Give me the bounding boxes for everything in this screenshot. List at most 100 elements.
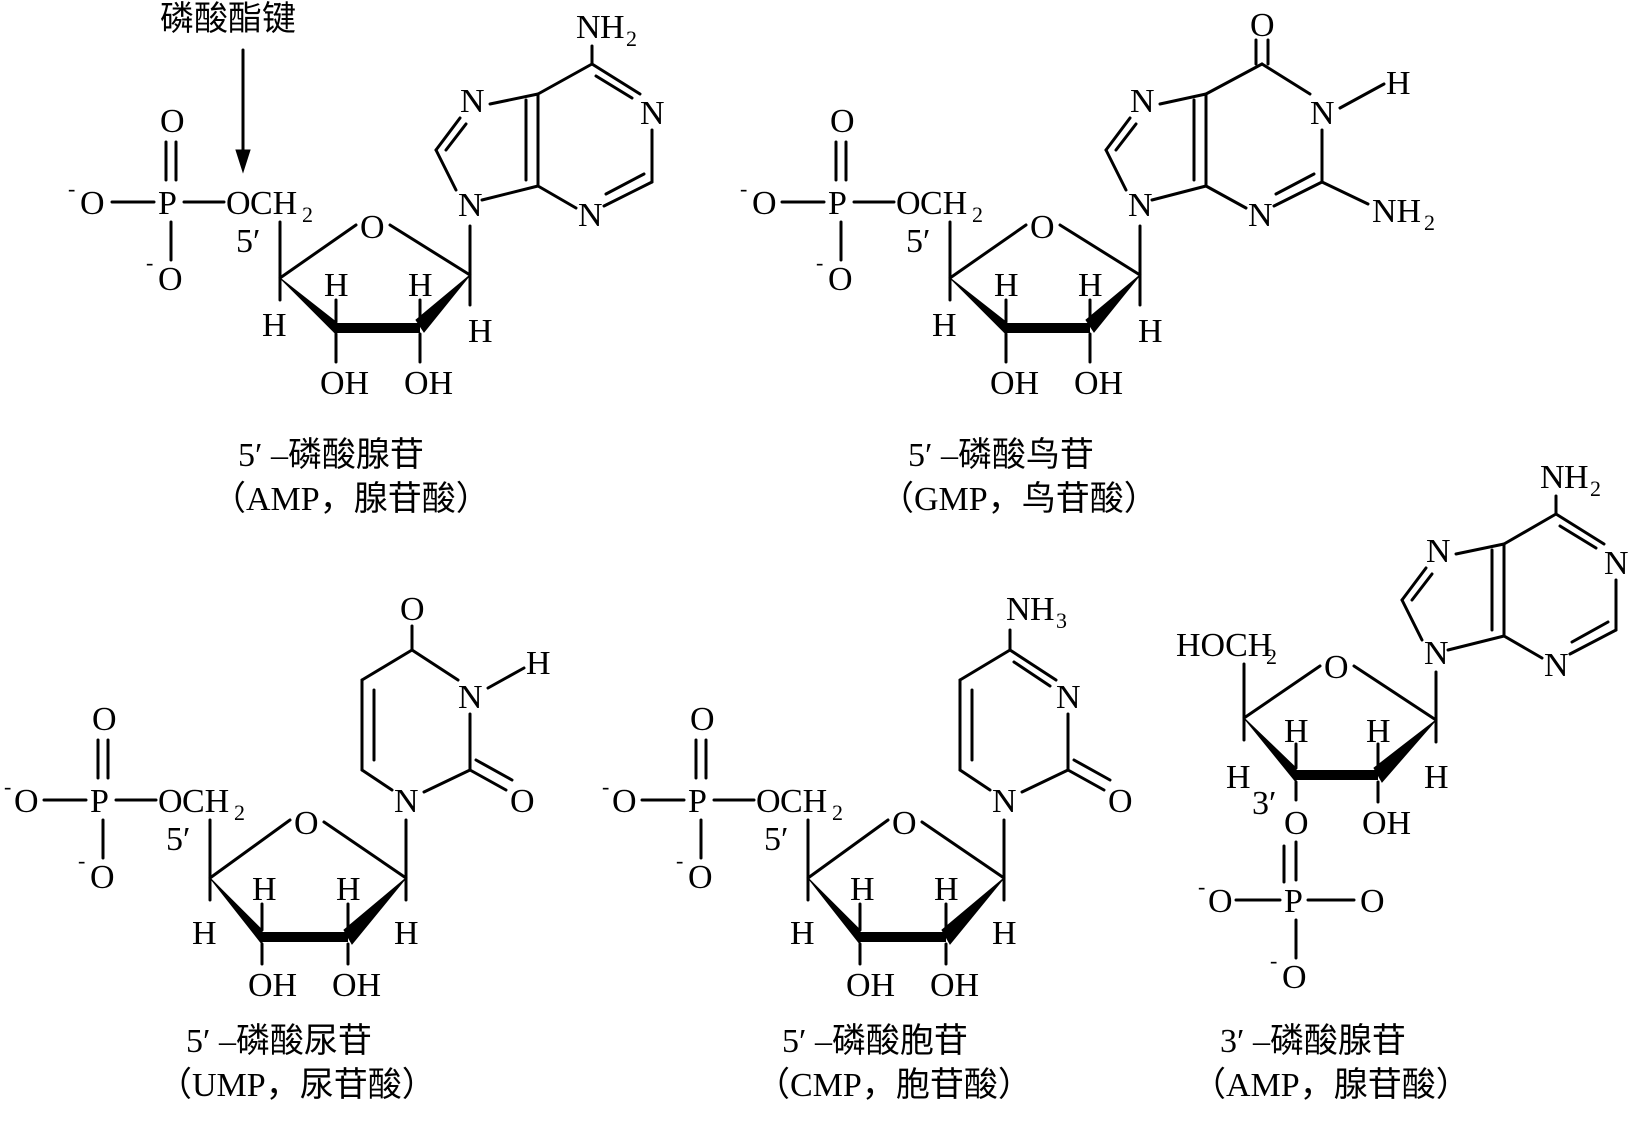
svg-text:-: - (146, 250, 153, 275)
svg-text:O: O (828, 261, 853, 298)
svg-text:H: H (1366, 713, 1391, 750)
svg-text:O: O (1108, 783, 1133, 820)
svg-text:H: H (1424, 759, 1449, 796)
svg-text:O: O (1284, 805, 1309, 842)
atom-p: P (158, 185, 177, 222)
svg-text:P: P (688, 783, 707, 820)
svg-text:N: N (1540, 459, 1565, 496)
pos-5-prime: 5′ (236, 223, 260, 260)
svg-text:H: H (408, 267, 433, 304)
svg-text:O: O (1030, 209, 1055, 246)
svg-text:O: O (1360, 883, 1385, 920)
svg-text:H: H (1226, 759, 1251, 796)
svg-text:H: H (1030, 591, 1055, 628)
svg-text:OH: OH (404, 365, 453, 402)
svg-text:5′: 5′ (764, 821, 788, 858)
svg-text:5′: 5′ (906, 223, 930, 260)
svg-text:N: N (1006, 591, 1031, 628)
svg-text:O: O (400, 591, 425, 628)
svg-text:-: - (602, 774, 609, 799)
svg-text:H: H (1078, 267, 1103, 304)
svg-text:P: P (828, 185, 847, 222)
svg-text:H: H (994, 267, 1019, 304)
svg-text:O: O (752, 185, 777, 222)
ester-bond-arrowhead (235, 149, 251, 174)
svg-text:2: 2 (1266, 644, 1277, 669)
atom-o: O (80, 185, 105, 222)
svg-text:N: N (1056, 679, 1081, 716)
svg-text:OH: OH (930, 967, 979, 1004)
caption-line1: 5′ –磷酸尿苷 (186, 1022, 372, 1060)
svg-text:O: O (896, 185, 921, 222)
svg-text:OH: OH (332, 967, 381, 1004)
svg-text:2: 2 (832, 800, 843, 825)
svg-text:-: - (1198, 874, 1205, 899)
svg-text:N: N (640, 95, 665, 132)
caption-line2: （AMP，腺苷酸） (212, 480, 490, 518)
svg-text:CH: CH (780, 783, 827, 820)
svg-text:O: O (892, 805, 917, 842)
svg-text:2: 2 (234, 800, 245, 825)
svg-text:H: H (934, 871, 959, 908)
svg-text:N: N (460, 83, 485, 120)
svg-text:N: N (1248, 197, 1273, 234)
svg-text:OH: OH (248, 967, 297, 1004)
svg-text:H: H (992, 915, 1017, 952)
svg-text:O: O (158, 783, 183, 820)
svg-text:O: O (14, 783, 39, 820)
svg-text:H: H (1138, 313, 1163, 350)
svg-text:N: N (1426, 533, 1451, 570)
svg-text:N: N (1544, 647, 1569, 684)
svg-text:H: H (262, 307, 287, 344)
atom-o: O (360, 209, 385, 246)
svg-text:O: O (90, 859, 115, 896)
svg-text:O: O (1208, 883, 1233, 920)
molecule-3-amp: HOCH 2 O H H H H 3′ OH O P O - O - O N (1176, 459, 1629, 1104)
svg-text:N: N (578, 197, 603, 234)
svg-text:O: O (294, 805, 319, 842)
svg-text:2: 2 (626, 26, 637, 51)
svg-text:N: N (1130, 83, 1155, 120)
svg-text:O: O (1250, 7, 1275, 44)
molecule-5-amp: O P - O - O O CH 2 5′ O H H H H OH OH (68, 9, 665, 518)
svg-text:O: O (92, 701, 117, 738)
svg-text:N: N (458, 187, 483, 224)
svg-text:H: H (526, 645, 551, 682)
svg-text:2: 2 (302, 202, 313, 227)
svg-text:OH: OH (1362, 805, 1411, 842)
svg-text:-: - (740, 176, 747, 201)
svg-text:2: 2 (1590, 476, 1601, 501)
svg-text:H: H (336, 871, 361, 908)
atom-ch: CH (250, 185, 297, 222)
svg-text:H: H (1386, 65, 1411, 102)
svg-text:H: H (1564, 459, 1589, 496)
caption-line2: （CMP，胞苷酸） (756, 1066, 1032, 1104)
svg-text:O: O (1282, 959, 1307, 996)
svg-text:N: N (1604, 545, 1629, 582)
svg-text:H: H (600, 9, 625, 46)
svg-text:-: - (68, 176, 75, 201)
caption-line2: （GMP，鸟苷酸） (880, 480, 1158, 518)
atom-o: O (160, 103, 185, 140)
svg-text:O: O (612, 783, 637, 820)
ester-bond-label: 磷酸酯键 (160, 0, 296, 38)
svg-text:5′: 5′ (166, 821, 190, 858)
svg-text:O: O (690, 701, 715, 738)
svg-text:N: N (1424, 635, 1449, 672)
svg-text:CH: CH (182, 783, 229, 820)
svg-text:-: - (676, 848, 683, 873)
svg-text:3: 3 (1056, 608, 1067, 633)
molecule-5-ump: O P - O - O O CH 2 5′ O H H H H OH OH (4, 591, 551, 1104)
svg-text:O: O (688, 859, 713, 896)
molecule-5-cmp: O P - O - O O CH 2 5′ O H H H H OH OH (602, 591, 1133, 1104)
svg-text:-: - (1270, 948, 1277, 973)
svg-text:OH: OH (846, 967, 895, 1004)
svg-text:N: N (394, 783, 419, 820)
svg-text:-: - (816, 250, 823, 275)
svg-text:H: H (850, 871, 875, 908)
svg-text:N: N (576, 9, 601, 46)
svg-text:P: P (90, 783, 109, 820)
svg-text:NH: NH (1372, 193, 1421, 230)
atom-hoch: HOCH (1176, 627, 1272, 664)
